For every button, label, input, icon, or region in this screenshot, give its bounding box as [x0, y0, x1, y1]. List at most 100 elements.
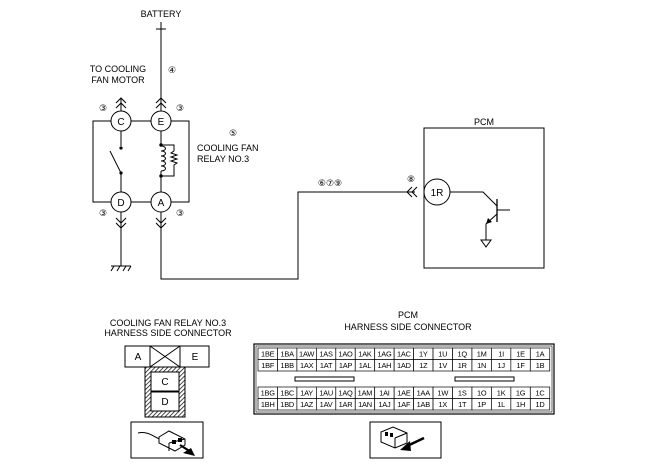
pcm-pin-label: 1G	[516, 389, 526, 398]
relay-number: ⑤	[229, 128, 237, 138]
relay-connector-title-2: HARNESS SIDE CONNECTOR	[104, 328, 232, 338]
pcm-pin-label: 1AI	[379, 389, 390, 398]
pcm-box	[423, 127, 545, 269]
pcm-connector-pin-grid: 1BE 1BA 1AW 1AS 1AO 1AK 1AG 1AC 1Y 1U 1Q 1M 1I 1E 1A 1B…	[257, 347, 551, 411]
relay-coil	[159, 131, 179, 192]
pcm-connector-title-2: HARNESS SIDE CONNECTOR	[344, 322, 472, 332]
pcm-pin-label: 1O	[477, 389, 487, 398]
pcm-pin-label: 1A	[536, 350, 545, 359]
pcm-pin-label: 1Z	[419, 361, 428, 370]
pcm-pin-label: 1AY	[300, 389, 313, 398]
pcm-pin-label: 1AV	[320, 400, 333, 409]
pcm-connector-title-1: PCM	[398, 310, 418, 320]
pcm-pin-label: 1AL	[359, 361, 372, 370]
pcm-pin-label: 1AW	[299, 350, 314, 359]
pcm-pin-label: 1N	[477, 361, 486, 370]
relay-label-2: RELAY NO.3	[197, 154, 249, 164]
pcm-pin-cell	[529, 359, 551, 372]
connector-chevron-1r	[406, 186, 418, 198]
pcm-pin-label: 1R	[458, 361, 467, 370]
pcm-pin-label: 1AF	[397, 400, 411, 409]
relay-connector-view-box	[130, 421, 204, 459]
relay-connector-pin-d: D	[161, 397, 168, 408]
pcm-pin-label: 1U	[438, 350, 447, 359]
pcm-pin-label: 1AX	[300, 361, 314, 370]
pcm-pin-label: 1Q	[457, 350, 467, 359]
pcm-pin-label: 1AR	[339, 400, 353, 409]
pcm-terminal-1r-label: 1R	[431, 188, 444, 199]
pcm-pin-label: 1M	[477, 350, 487, 359]
pcm-pin-label: 1AH	[378, 361, 392, 370]
pcm-pin-label: 1I	[498, 350, 504, 359]
schematic: BATTERY ④ TO COOLING FAN MOTOR ③ ③ C E D…	[90, 9, 545, 280]
pcm-pin-label: 1AA	[417, 389, 431, 398]
signal-wire	[160, 191, 415, 280]
pcm-connector-key-right	[454, 376, 515, 382]
terminal-e-label: E	[158, 117, 165, 128]
pcm-pin-label: 1D	[535, 400, 544, 409]
pcm-pin-label: 1AK	[358, 350, 372, 359]
pcm-pin-label: 1AO	[338, 350, 353, 359]
battery-label: BATTERY	[141, 9, 182, 19]
battery-wire-number: ④	[168, 65, 176, 75]
terminal-c-number: ③	[99, 103, 107, 113]
pcm-pin-label: 1AB	[417, 400, 431, 409]
pcm-pin-label: 1C	[535, 389, 545, 398]
relay-connector-pin-a: A	[135, 352, 142, 363]
relay-switch	[109, 131, 123, 192]
pcm-pin-label: 1AT	[320, 361, 333, 370]
relay-connector-pin-e: E	[192, 352, 199, 363]
pcm-pin-label: 1V	[438, 361, 447, 370]
terminal-d-label: D	[117, 198, 124, 209]
pcm-pin-label: 1P	[477, 400, 486, 409]
pcm-pin-label: 1B	[536, 361, 545, 370]
relay-label-1: COOLING FAN	[197, 143, 259, 153]
pcm-pin-label: 1AM	[358, 389, 373, 398]
pcm-pin-label: 1AC	[397, 350, 412, 359]
pcm-pin-label: 1AE	[397, 389, 411, 398]
pcm-pin-label: 1H	[516, 400, 525, 409]
pcm-pin-label: 1X	[438, 400, 447, 409]
transistor-icon	[450, 191, 510, 248]
relay-connector-pin-c: C	[161, 377, 168, 388]
ground-icon	[110, 265, 132, 272]
pcm-pin-cell	[529, 398, 551, 411]
pcm-box-label: PCM	[474, 117, 494, 127]
pcm-pin-label: 1BD	[280, 400, 294, 409]
pcm-pin-label: 1E	[516, 350, 525, 359]
terminal-e-number: ③	[176, 103, 184, 113]
relay-harness-connector: COOLING FAN RELAY NO.3 HARNESS SIDE CONN…	[104, 318, 232, 459]
pcm-pin-label: 1J	[497, 361, 505, 370]
pcm-connector-view-box	[369, 421, 442, 459]
pcm-pin-label: 1BA	[280, 350, 294, 359]
pcm-pin-label: 1AS	[319, 350, 333, 359]
pcm-pin-label: 1AZ	[300, 400, 314, 409]
pcm-pin-label: 1BF	[261, 361, 275, 370]
pcm-pin-number: ⑧	[407, 174, 415, 184]
pcm-pin-label: 1F	[516, 361, 525, 370]
pcm-pin-label: 1AQ	[338, 389, 353, 398]
pcm-pin-label: 1BB	[280, 361, 294, 370]
connector-view-icon	[137, 430, 195, 456]
pcm-pin-label: 1BE	[261, 350, 275, 359]
connector-chevron-d-bottom	[115, 217, 127, 229]
to-fan-motor-label-1: TO COOLING	[90, 64, 146, 74]
pcm-pin-label: 1AN	[358, 400, 372, 409]
pcm-pin-label: 1AD	[397, 361, 411, 370]
pcm-pin-label: 1BC	[280, 389, 295, 398]
terminal-d-number: ③	[99, 208, 107, 218]
pcm-pin-label: 1W	[437, 389, 448, 398]
pcm-pin-label: 1AG	[377, 350, 392, 359]
to-fan-motor-label-2: FAN MOTOR	[91, 75, 145, 85]
pcm-pin-label: 1S	[458, 389, 467, 398]
pcm-pin-label: 1Y	[419, 350, 428, 359]
relay-connector-title-1: COOLING FAN RELAY NO.3	[110, 318, 226, 328]
connector-view-icon	[380, 426, 425, 451]
pcm-pin-label: 1AP	[339, 361, 353, 370]
terminal-c-label: C	[117, 117, 124, 128]
pcm-pin-label: 1AJ	[378, 400, 391, 409]
pcm-pin-label: 1K	[497, 389, 506, 398]
pcm-connector-key-left	[294, 376, 355, 382]
